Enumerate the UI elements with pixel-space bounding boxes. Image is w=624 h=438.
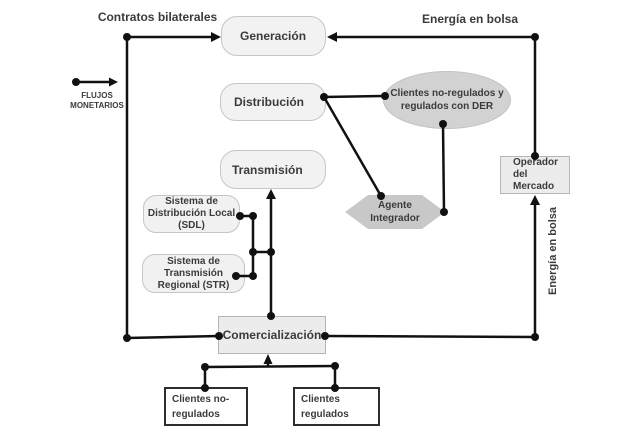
node-comercializacion-label: Comercialización: [222, 328, 322, 342]
node-comercializacion: Comercialización: [218, 316, 326, 354]
node-clientes-der-label: Clientes no-regulados y regulados con DE…: [390, 88, 504, 112]
junction-dot: [249, 248, 257, 256]
edge-clients-horizontal: [204, 364, 336, 369]
edge-label-energia-en-bolsa-top: Energía en bolsa: [421, 12, 519, 26]
node-generacion-label: Generación: [240, 29, 307, 43]
node-clientes-no-regulados-label: Clientes no- regulados: [172, 393, 230, 420]
node-agente-integrador-label: Agente Integrador: [370, 200, 420, 224]
arrowhead-into-operador: [530, 195, 540, 205]
node-generacion: Generación: [221, 16, 326, 56]
node-str: Sistema de Transmisión Regional (STR): [142, 254, 245, 293]
arrowhead-legend-flujos: [109, 77, 118, 87]
node-clientes-regulados: Clientes regulados: [293, 387, 380, 426]
junction-dot: [531, 333, 539, 341]
node-transmision-label: Transmisión: [232, 162, 303, 177]
junction-dot: [201, 363, 209, 371]
junction-dot: [331, 362, 339, 370]
edge-label-energia-en-bolsa-right: Energía en bolsa: [547, 206, 559, 296]
node-clientes-regulados-label: Clientes regulados: [301, 393, 349, 420]
node-clientes-der-ellipse: Clientes no-regulados y regulados con DE…: [383, 71, 511, 129]
edge-right-to-comercializacion: [324, 334, 536, 339]
arrowhead-into-generacion-left: [211, 32, 221, 42]
node-operador-mercado: Operador del Mercado: [500, 156, 570, 194]
edge-left-to-comercializacion: [126, 334, 220, 340]
junction-dot: [249, 212, 257, 220]
junction-dot: [249, 272, 257, 280]
edge-distribucion-to-ellipse: [323, 94, 386, 99]
junction-dot: [531, 33, 539, 41]
node-agente-integrador-hexagon: Agente Integrador: [345, 195, 445, 229]
node-distribucion: Distribución: [220, 83, 326, 121]
junction-dot: [72, 78, 80, 86]
node-operador-mercado-label: Operador del Mercado: [513, 157, 559, 192]
node-clientes-no-regulados: Clientes no- regulados: [164, 387, 248, 426]
edge-ellipse-to-agente: [441, 123, 446, 213]
node-transmision: Transmisión: [220, 150, 326, 189]
junction-dot: [123, 33, 131, 41]
edge-distribucion-to-agente: [322, 96, 383, 197]
junction-dot: [123, 334, 131, 342]
node-sdl: Sistema de Distribución Local (SDL): [143, 195, 240, 233]
node-sdl-label: Sistema de Distribución Local (SDL): [147, 196, 236, 231]
node-str-label: Sistema de Transmisión Regional (STR): [157, 255, 230, 291]
junction-dot: [267, 248, 275, 256]
arrowhead-into-generacion-right: [327, 32, 337, 42]
node-distribucion-label: Distribución: [234, 95, 305, 109]
arrowhead-into-transmision: [266, 189, 276, 199]
arrowhead-into-comercializacion: [263, 354, 273, 364]
legend-label-flujos-monetarios: FLUJOS MONETARIOS: [70, 91, 124, 110]
edge-label-contratos-bilaterales: Contratos bilaterales: [97, 10, 218, 24]
